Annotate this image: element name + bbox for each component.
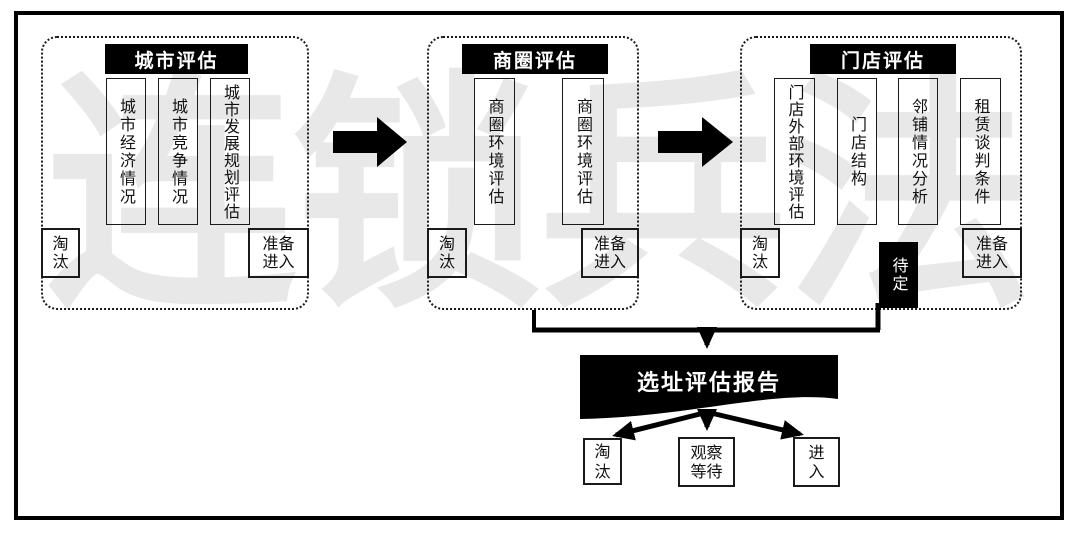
pending-label: 待定 [889,257,909,293]
factor-label: 门店结构 [848,115,867,188]
panel-title-trade-area: 商圈评估 [462,44,608,74]
factor-box-trade-area-env-1: 商圈环境评估 [474,78,515,225]
factor-label: 商圈环境评估 [574,97,593,206]
factor-box-neighbor-shops: 邻铺情况分析 [898,78,938,225]
decision-observe-wait-box: 观察 等待 [678,437,735,487]
factor-box-city-competition: 城市竞争情况 [158,78,198,225]
factor-label: 门店外部环境评估 [785,83,805,220]
factor-box-city-development-plan: 城市发展规划评估 [210,78,250,225]
panel-trade-area-evaluation: 商圈评估 商圈环境评估 商圈环境评估 淘 汰 准备 进入 [427,36,639,310]
factor-box-lease-terms: 租赁谈判条件 [960,78,1001,225]
outcome-enter-box: 准备 进入 [962,228,1022,278]
outcome-pending-box: 待定 [879,242,918,308]
factor-label: 租赁谈判条件 [971,97,991,206]
outcome-enter-box: 准备 进入 [581,228,639,278]
report-title: 选址评估报告 [636,370,781,396]
factor-box-city-economy: 城市经济情况 [106,78,146,225]
panel-title-city: 城市评估 [105,44,248,74]
outer-frame [14,11,1064,520]
outcome-enter-box: 准备 进入 [248,228,309,278]
panel-store-evaluation: 门店评估 门店外部环境评估 门店结构 邻铺情况分析 租赁谈判条件 淘 汰 待定 … [740,36,1022,310]
panel-city-evaluation: 城市评估 城市经济情况 城市竞争情况 城市发展规划评估 淘 汰 准备 进入 [41,36,309,310]
outcome-reject-box: 淘 汰 [41,228,80,278]
factor-label: 城市竞争情况 [169,97,188,206]
outcome-reject-box: 淘 汰 [427,228,467,278]
factor-label: 商圈环境评估 [485,97,505,206]
decision-enter-box: 进 入 [793,437,840,487]
factor-label: 邻铺情况分析 [909,97,928,206]
factor-box-store-external-env: 门店外部环境评估 [774,78,815,225]
factor-box-trade-area-env-2: 商圈环境评估 [562,78,604,225]
factor-box-store-structure: 门店结构 [837,78,877,225]
factor-label: 城市发展规划评估 [221,83,240,220]
panel-title-store: 门店评估 [810,44,956,74]
factor-label: 城市经济情况 [117,97,136,206]
decision-reject-box: 淘 汰 [583,438,622,485]
outcome-reject-box: 淘 汰 [740,228,780,278]
